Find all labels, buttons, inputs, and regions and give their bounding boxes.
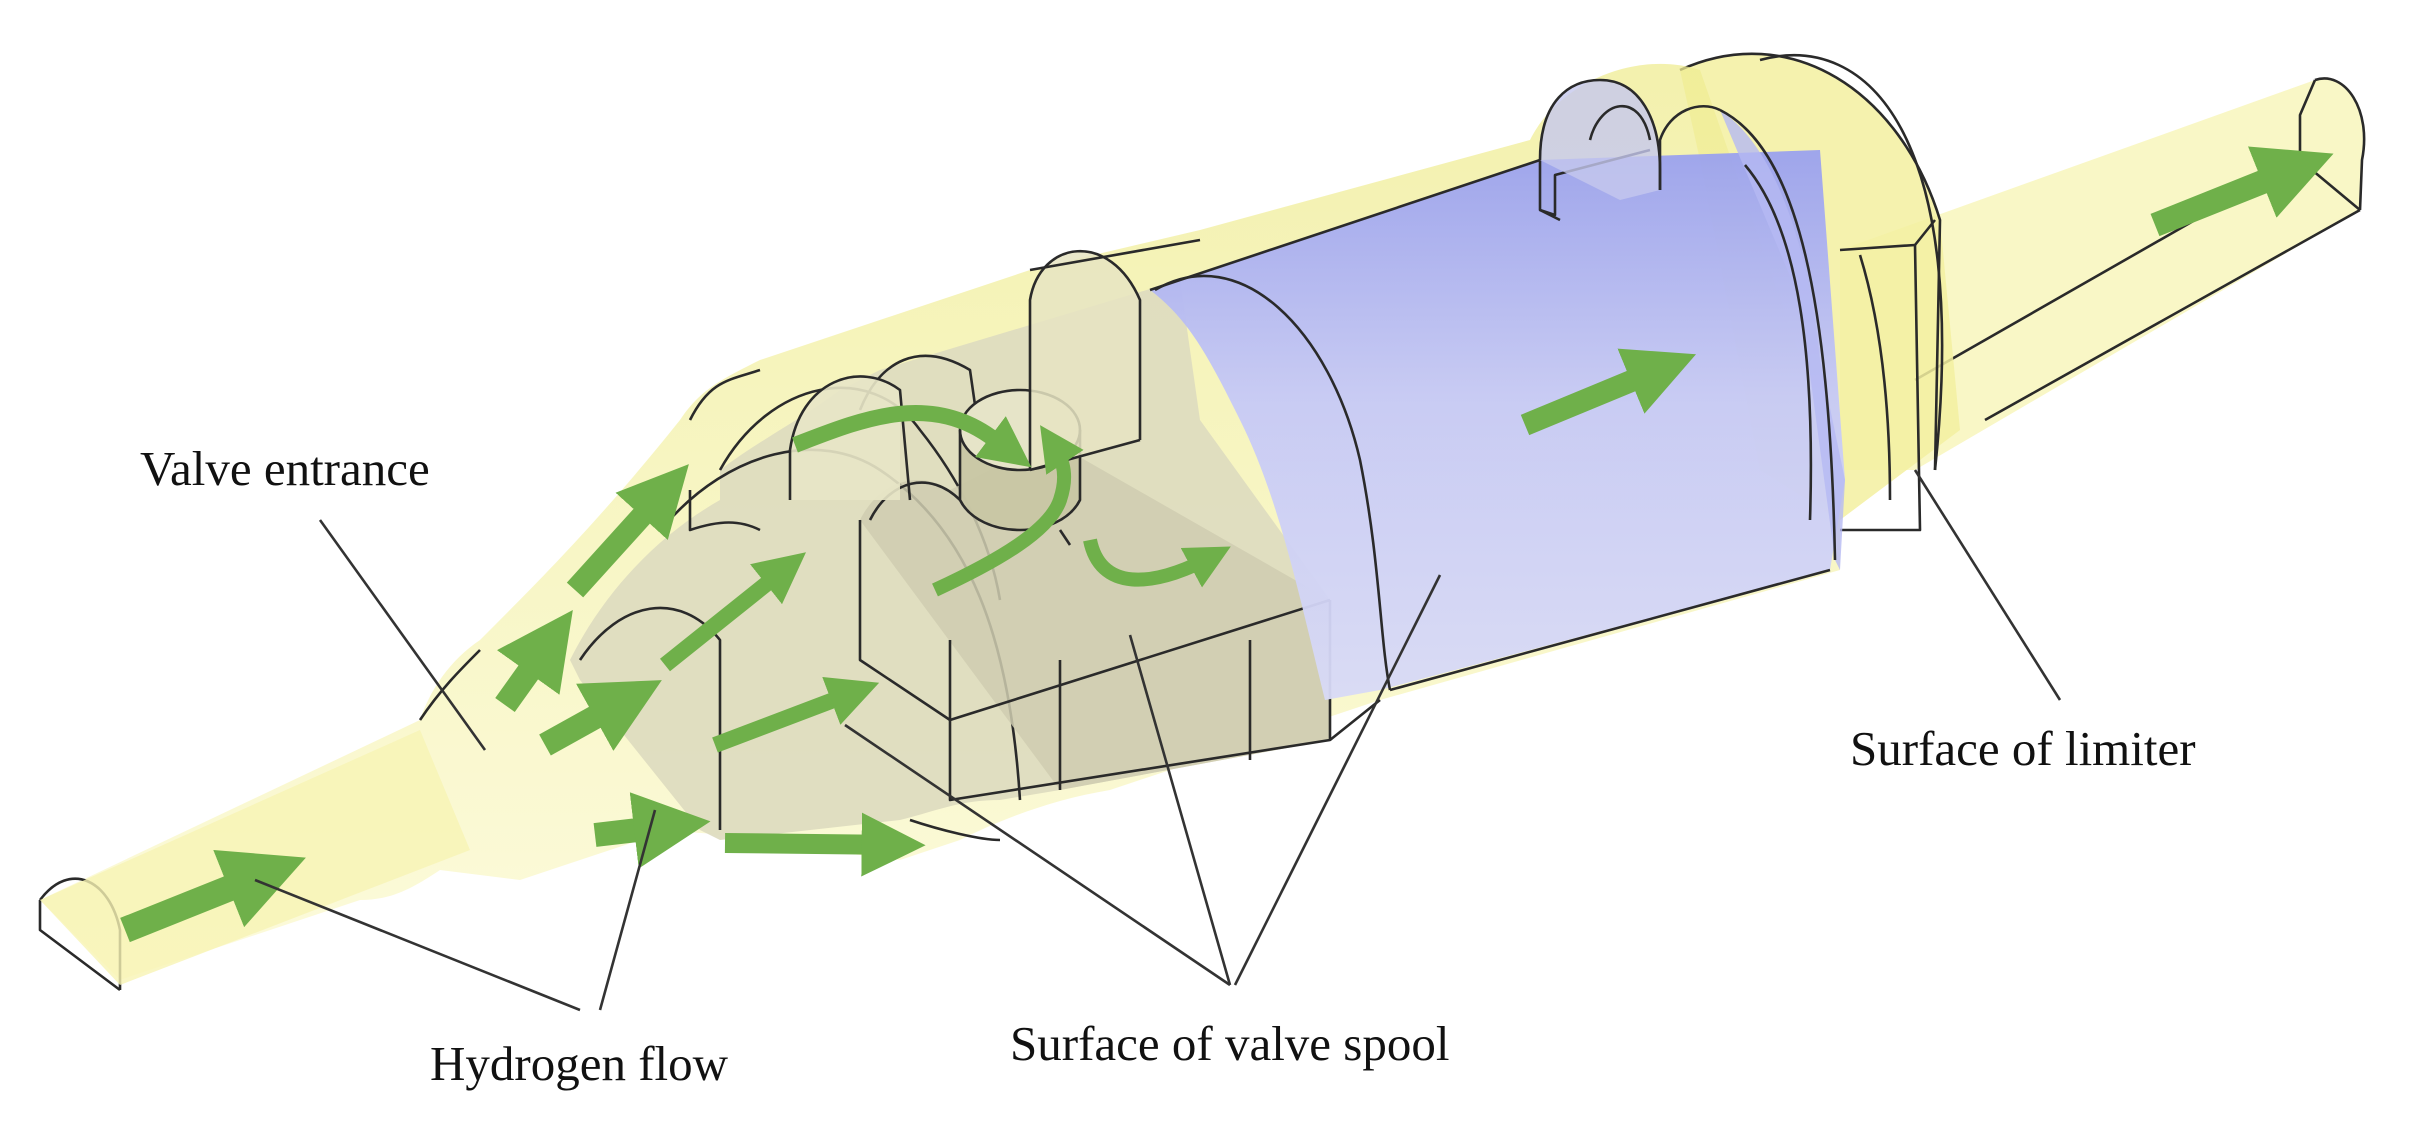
- flow-arrow-icon: [120, 849, 306, 943]
- leader-lines: [254, 469, 2062, 1012]
- flow-arrow-icon: [495, 610, 573, 712]
- flow-arrow-icon: [724, 812, 926, 877]
- flow-arrow-icon: [566, 464, 689, 598]
- label-surface-limiter: Surface of limiter: [1850, 721, 2196, 776]
- flow-arrow-icon: [1083, 538, 1231, 588]
- flow-arrow-icon: [1520, 348, 1697, 436]
- flow-arrow-icon: [660, 552, 806, 672]
- label-surface-valve-spool: Surface of valve spool: [1010, 1016, 1450, 1071]
- inlet-pipe: [40, 730, 470, 985]
- flow-arrow-icon: [593, 792, 711, 869]
- label-valve-entrance: Valve entrance: [140, 441, 430, 496]
- valve-spool: [1149, 78, 1845, 700]
- flow-arrow-icon: [2150, 146, 2334, 237]
- flow-arrow-icon: [712, 676, 880, 753]
- flow-arrow-icon: [792, 405, 1032, 468]
- flow-arrow-icon: [539, 680, 662, 756]
- flow-arrows: [120, 146, 2334, 943]
- label-hydrogen-flow: Hydrogen flow: [430, 1036, 729, 1091]
- labels: Valve entrance Hydrogen flow Surface of …: [140, 441, 2196, 1091]
- flow-arrow-icon: [932, 425, 1084, 597]
